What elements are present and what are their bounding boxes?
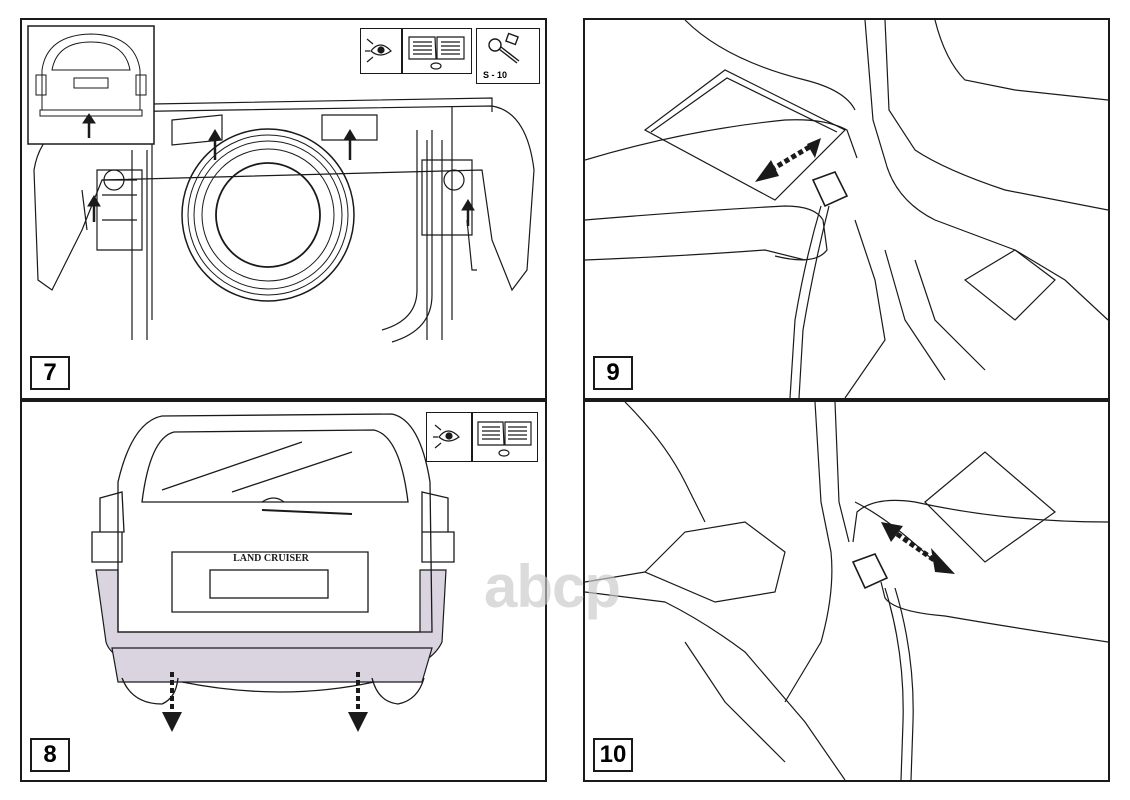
disconnect-connector-right-illustration [585,402,1108,780]
step-number-badge: 9 [593,356,633,390]
vehicle-rear-bumper-illustration [91,413,455,732]
step-number-badge: 7 [30,356,70,390]
step-9-panel: 9 [583,18,1110,400]
step-7-panel: S - 10 7 [20,18,547,400]
service-manual-icon [402,28,472,74]
step-10-panel: 10 [583,400,1110,782]
step-number-badge: 10 [593,738,633,772]
inspect-eye-icon [360,28,402,74]
disconnect-connector-illustration [585,20,1108,398]
bumper-removal-rear-view-illustration [27,25,535,343]
inspect-eye-icon [426,412,472,462]
watermark-text: abcp [484,553,621,620]
service-manual-icon [472,412,538,462]
socket-wrench-icon: S - 10 [476,28,540,84]
step-number-badge: 8 [30,738,70,772]
tool-size-label: S - 10 [483,70,508,80]
license-plate-brand-text: LAND CRUISER [233,553,309,564]
abcp-watermark: abcp [484,552,684,622]
step-8-panel: LAND CRUISER 8 [20,400,547,782]
